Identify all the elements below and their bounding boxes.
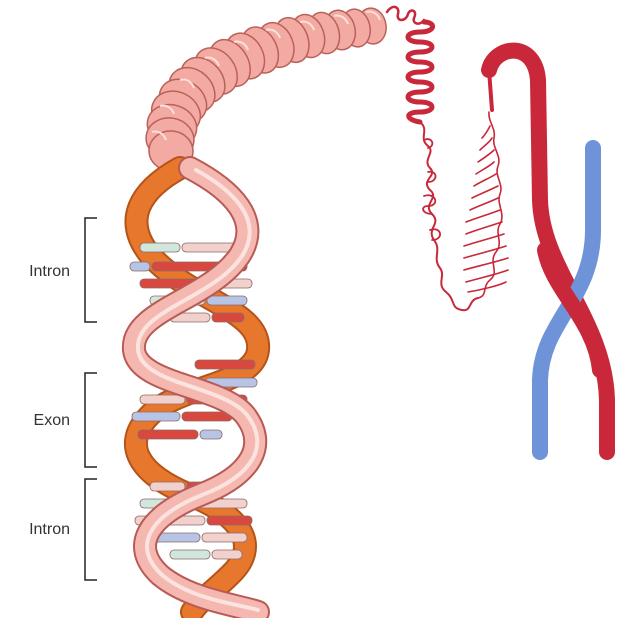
chromatin-fiber: [387, 7, 508, 310]
bracket-intron-bottom: [85, 479, 97, 580]
bracket-exon: [85, 373, 97, 467]
region-label-exon: Exon: [0, 412, 70, 430]
region-label-intron-bottom: Intron: [0, 521, 70, 539]
chromatin-top-squiggle: [387, 7, 424, 24]
chromosome: [489, 51, 607, 452]
region-label-intron-top: Intron: [0, 263, 70, 281]
bracket-intron-top: [85, 218, 97, 322]
region-brackets: [85, 218, 97, 580]
chromatin-knots: [423, 139, 440, 240]
chromatin-loops: [464, 112, 508, 298]
nucleosome-coil: [142, 6, 389, 173]
chromatin-coil: [408, 22, 433, 122]
chromatin-loose-strand: [420, 122, 478, 310]
dna-double-helix: [130, 168, 258, 612]
